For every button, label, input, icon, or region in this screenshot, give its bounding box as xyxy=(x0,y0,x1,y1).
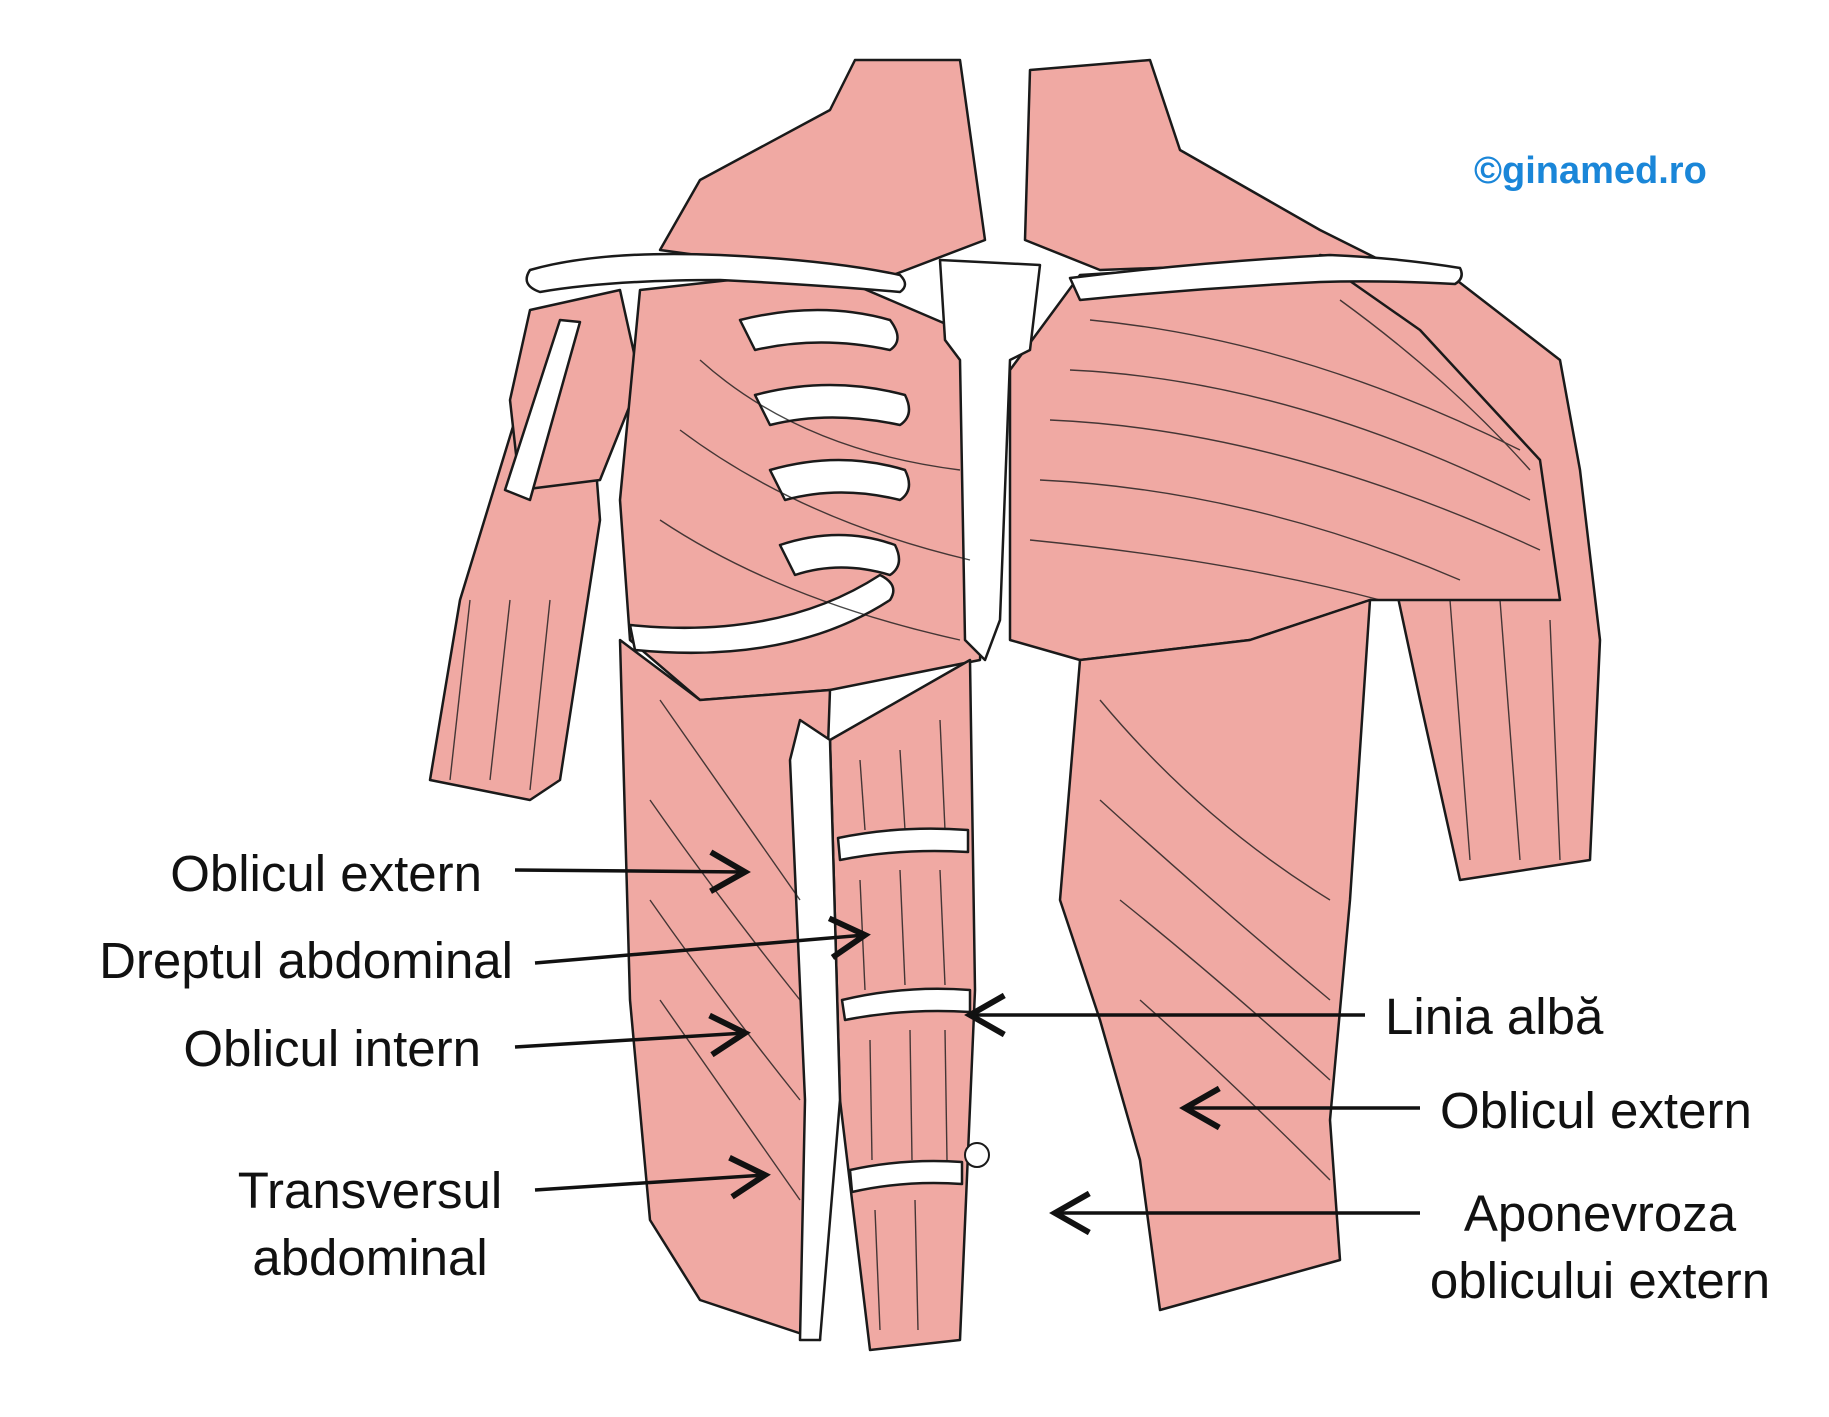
watermark-text: ©ginamed.ro xyxy=(1474,150,1707,192)
clavicle-right xyxy=(1068,253,1463,302)
label-aponevroza-line1: Aponevroza xyxy=(1463,1185,1737,1242)
label-transversul-abdominal-line1: Transversul xyxy=(237,1162,503,1219)
label-oblicul-extern-right: Oblicul extern xyxy=(1440,1082,1752,1139)
rib-1 xyxy=(738,308,899,352)
biceps-tendon xyxy=(503,318,582,502)
arrow-transversul-abdominal xyxy=(534,1155,771,1200)
arrow-oblicul-intern xyxy=(514,1012,751,1058)
costal-margin xyxy=(628,573,895,655)
sternum xyxy=(938,258,1042,662)
arrow-oblicul-extern-left xyxy=(514,849,751,894)
label-oblicul-extern-left: Oblicul extern xyxy=(170,845,482,902)
tendinous-intersection-3 xyxy=(848,1159,964,1194)
label-linia-alba: Linia albă xyxy=(1385,988,1604,1045)
linea-gap-left xyxy=(788,718,842,1342)
rib-4 xyxy=(778,533,901,577)
label-oblicul-intern: Oblicul intern xyxy=(183,1020,481,1077)
arrow-dreptul-abdominal xyxy=(534,915,871,965)
rib-3 xyxy=(768,458,911,502)
tendinous-intersection-1 xyxy=(836,827,970,862)
label-dreptul-abdominal: Dreptul abdominal xyxy=(99,932,513,989)
navel xyxy=(964,1142,990,1168)
label-transversul-abdominal-line2: abdominal xyxy=(252,1229,488,1286)
trapezius-left xyxy=(658,58,987,282)
label-aponevroza-line2: oblicului extern xyxy=(1429,1252,1771,1309)
external-oblique-right xyxy=(1058,598,1372,1312)
rib-2 xyxy=(753,383,911,427)
trapezius-right xyxy=(1023,58,1382,272)
clavicle-left xyxy=(525,252,907,294)
